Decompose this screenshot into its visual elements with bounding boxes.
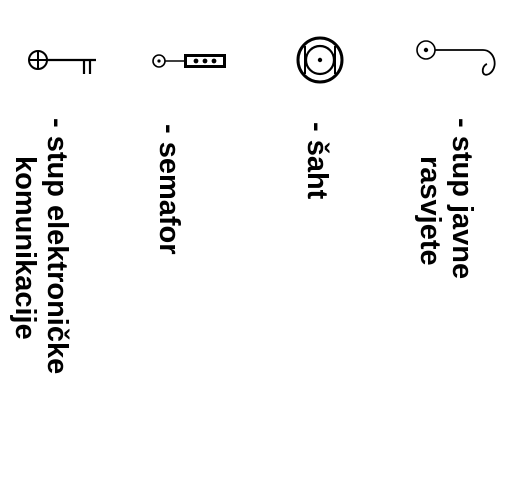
traffic-light-icon [152,54,226,68]
legend-label-traffic-light: - semafor [153,124,185,255]
legend-label-street-light: - stup javne rasvjete [414,118,478,279]
legend-label-telecom-pole: - stup elektroničke komunikacije [9,118,73,374]
legend-label-line: komunikacije [9,156,41,340]
legend-label-line: - šaht [301,122,333,200]
legend-label-line: rasvjete [414,156,446,266]
telecom-pole-icon [28,50,96,74]
legend-label-line: - stup javne [446,118,478,280]
street-light-pole-icon [416,40,496,76]
legend-label-line: - stup elektroničke [41,118,73,375]
legend-label-manhole: - šaht [301,122,333,199]
legend-label-line: - semafor [153,124,185,255]
manhole-icon [296,36,344,84]
